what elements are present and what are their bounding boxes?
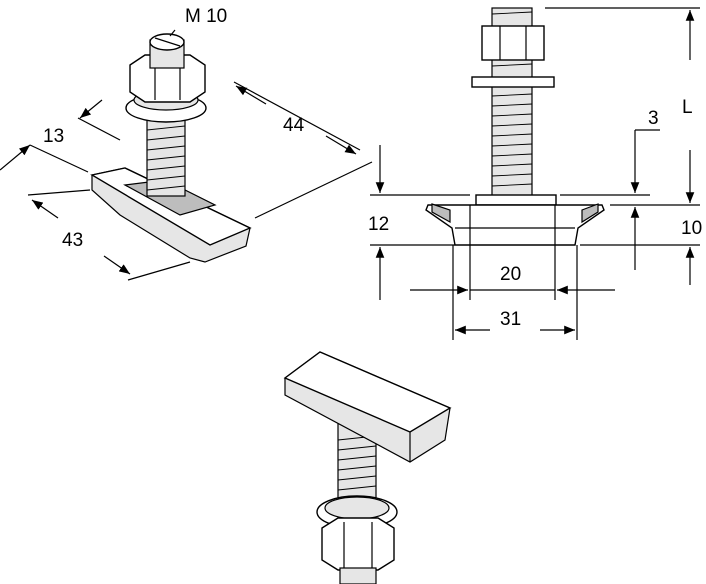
elevation-view: L 10 3 12 20 31 — [368, 7, 702, 340]
thread-size-label: M 10 — [185, 6, 227, 27]
isometric-view-top-left: M 10 13 44 43 — [0, 6, 373, 281]
width-20-label: 20 — [500, 264, 521, 285]
length-L-label: L — [682, 97, 693, 118]
height-12-label: 12 — [368, 214, 389, 235]
width-13-label: 13 — [43, 126, 64, 147]
height-10-label: 10 — [681, 218, 702, 239]
width-31-label: 31 — [500, 309, 521, 330]
isometric-view-bottom — [283, 351, 452, 584]
length-44-label: 44 — [283, 115, 305, 136]
length-43-label: 43 — [62, 230, 83, 251]
dim-3-label: 3 — [648, 108, 659, 129]
